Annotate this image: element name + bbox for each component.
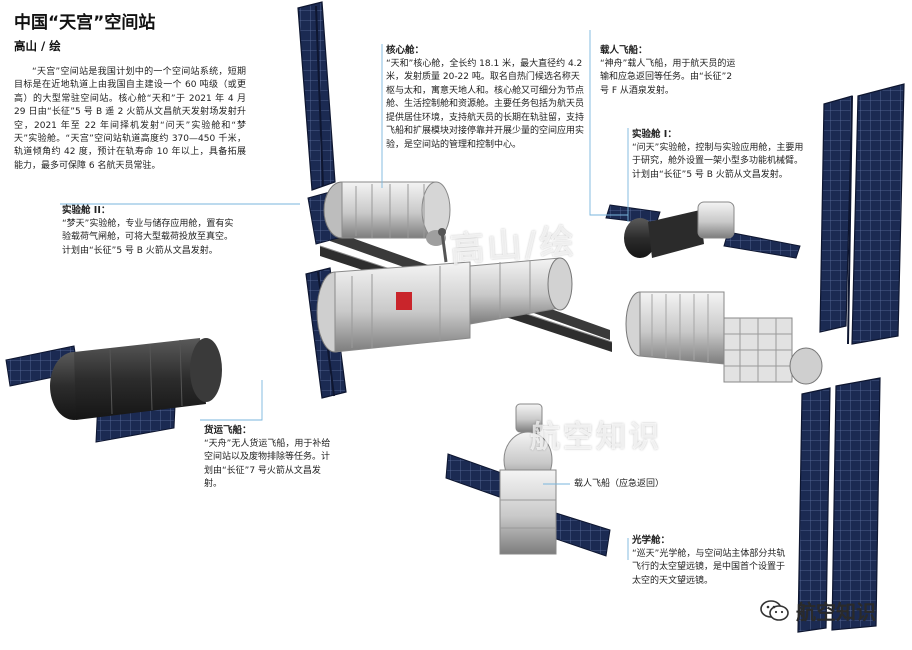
brand-watermark: 航空知识 <box>530 420 662 455</box>
lab-module-1 <box>625 291 823 385</box>
callout-body: “天和”核心舱，全长约 18.1 米，最大直径约 4.2 米，发射质量 20-2… <box>386 58 585 150</box>
callout-lab-module-2: 实验舱 II： “梦天”实验舱，专业与储存应用舱，置有实验载荷气闸舱，可将大型载… <box>62 204 238 258</box>
brand-logo: 航空知识 <box>760 596 876 625</box>
callout-lab-module-1: 实验舱 I： “问天”实验舱，控制与实验应用舱，主要用于研究，舱外设置一架小型多… <box>632 128 808 182</box>
callout-title: 实验舱 I： <box>632 129 677 140</box>
core-module <box>316 228 573 353</box>
page-title: 中国“天宫”空间站 <box>14 13 156 33</box>
callout-body: “问天”实验舱，控制与实验应用舱，主要用于研究，舱外设置一架小型多功能机械臂。计… <box>632 142 804 180</box>
lab-module-2 <box>323 181 451 246</box>
logo-text: 航空知识 <box>796 600 876 624</box>
callout-title: 载人飞船： <box>600 45 648 56</box>
callout-title: 货运飞船： <box>204 425 252 436</box>
callout-body: “神舟”载人飞船，用于航天员的运输和应急返回等任务。由“长征”2 号 F 从酒泉… <box>600 58 736 96</box>
artist-watermark: 高山/绘 <box>449 221 578 271</box>
intro-paragraph: “天宫”空间站是我国计划中的一个空间站系统，短期目标是在近地轨道上由我国自主建设… <box>14 67 246 171</box>
callout-core-module: 核心舱： “天和”核心舱，全长约 18.1 米，最大直径约 4.2 米，发射质量… <box>386 44 586 152</box>
callout-title: 光学舱： <box>632 535 671 546</box>
wechat-icon <box>760 599 789 621</box>
callout-optical-module: 光学舱： “巡天”光学舱，与空间站主体部分共轨飞行的太空望远镜，是中国首个设置于… <box>632 534 790 588</box>
author-credit: 高山 / 绘 <box>14 39 61 53</box>
callout-crew-ship: 载人飞船： “神舟”载人飞船，用于航天员的运输和应急返回等任务。由“长征”2 号… <box>600 44 740 98</box>
crew-ship <box>605 201 801 259</box>
callout-title: 核心舱： <box>386 45 425 56</box>
cargo-ship <box>5 338 222 443</box>
callout-body: 载人飞船（应急返回） <box>574 479 665 489</box>
lab1-solar-wing-lower <box>797 377 881 633</box>
callout-title: 实验舱 II： <box>62 205 111 216</box>
callout-body: “梦天”实验舱，专业与储存应用舱，置有实验载荷气闸舱，可将大型载荷投放至真空。计… <box>62 218 234 256</box>
leader-lines <box>60 30 629 560</box>
callout-crew-emergency: 载人飞船（应急返回） <box>574 478 684 492</box>
lab1-solar-wing-upper <box>819 83 905 345</box>
callout-body: “巡天”光学舱，与空间站主体部分共轨飞行的太空望远镜，是中国首个设置于太空的天文… <box>632 548 786 586</box>
callout-body: “天舟”无人货运飞船，用于补给空间站以及废物排除等任务。计划由“长征”7 号火箭… <box>204 438 331 490</box>
callout-cargo-ship: 货运飞船： “天舟”无人货运飞船，用于补给空间站以及废物排除等任务。计划由“长征… <box>204 424 338 492</box>
